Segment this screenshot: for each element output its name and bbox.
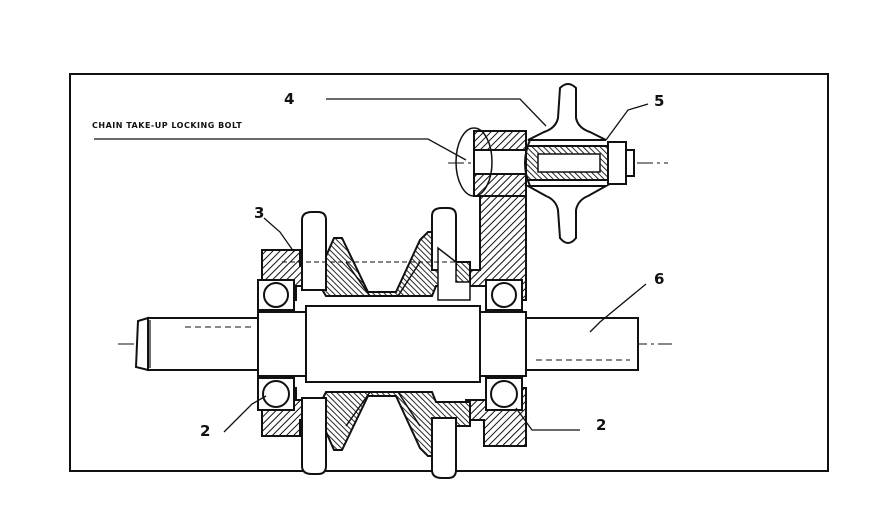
locking-bolt-circle	[455, 127, 493, 197]
chain-bolt-label: CHAIN TAKE-UP LOCKING BOLT	[92, 121, 242, 130]
bearing-top-left	[257, 279, 295, 311]
main-shaft	[134, 305, 639, 383]
leader-lines	[94, 98, 649, 433]
threaded-bolt	[525, 141, 635, 185]
take-up-wheel	[524, 83, 610, 244]
callout-5: 5	[654, 92, 664, 110]
bearing-bottom-right	[485, 377, 523, 411]
callout-2-right: 2	[596, 416, 606, 434]
bearing-top-right	[485, 279, 523, 311]
callout-2-left: 2	[200, 422, 210, 440]
callout-4: 4	[284, 90, 294, 108]
sprocket-teeth	[301, 207, 471, 479]
bearing-bottom-left	[257, 377, 295, 411]
callout-3: 3	[254, 204, 264, 222]
bolt-bracket	[473, 130, 527, 197]
callout-6: 6	[654, 270, 664, 288]
